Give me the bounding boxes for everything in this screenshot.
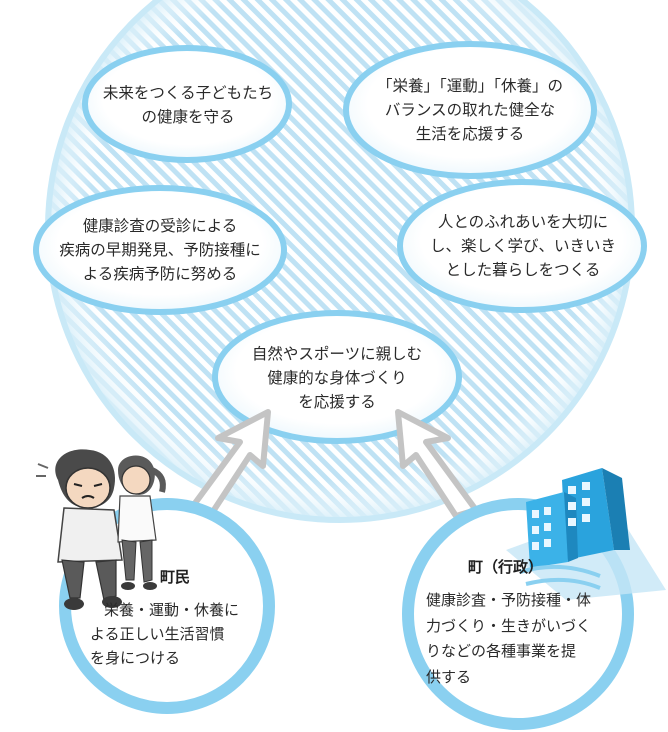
goal-checkup: 健康診査の受診による疾病の早期発見、予防接種による疾病予防に努める [59, 216, 261, 283]
residents-title: 町民 [160, 568, 191, 586]
bubble-future-children [82, 45, 292, 163]
arrow-right [395, 409, 479, 519]
bubble-connection [397, 179, 647, 313]
children-illustration-icon [36, 449, 166, 610]
bubble-balance [343, 41, 597, 179]
goal-nature-sports: 自然やスポーツに親しむ健康的な身体づくりを応援する [251, 344, 423, 411]
goal-bubble-shapes [33, 41, 647, 444]
town-description: 健康診査・予防接種・体 力づくり・生きがいづく りなどの各種事業を提 供する [426, 591, 592, 686]
arrow-left [187, 409, 271, 519]
town-title: 町（行政） [468, 558, 544, 576]
residents-description: 栄養・運動・休養に よる正しい生活習慣 を身につける [90, 601, 240, 667]
goal-future-children: 未来をつくる子どもたちの健康を守る [102, 83, 274, 126]
bubble-checkup [33, 185, 287, 315]
goal-connection: 人とのふれあいを大切にし、楽しく学び、いきいきとした暮らしをつくる [429, 212, 616, 279]
building-illustration-icon [506, 468, 666, 600]
goal-balance: 「栄養」「運動」「休養」のバランスの取れた健全な生活を応援する [376, 76, 563, 143]
